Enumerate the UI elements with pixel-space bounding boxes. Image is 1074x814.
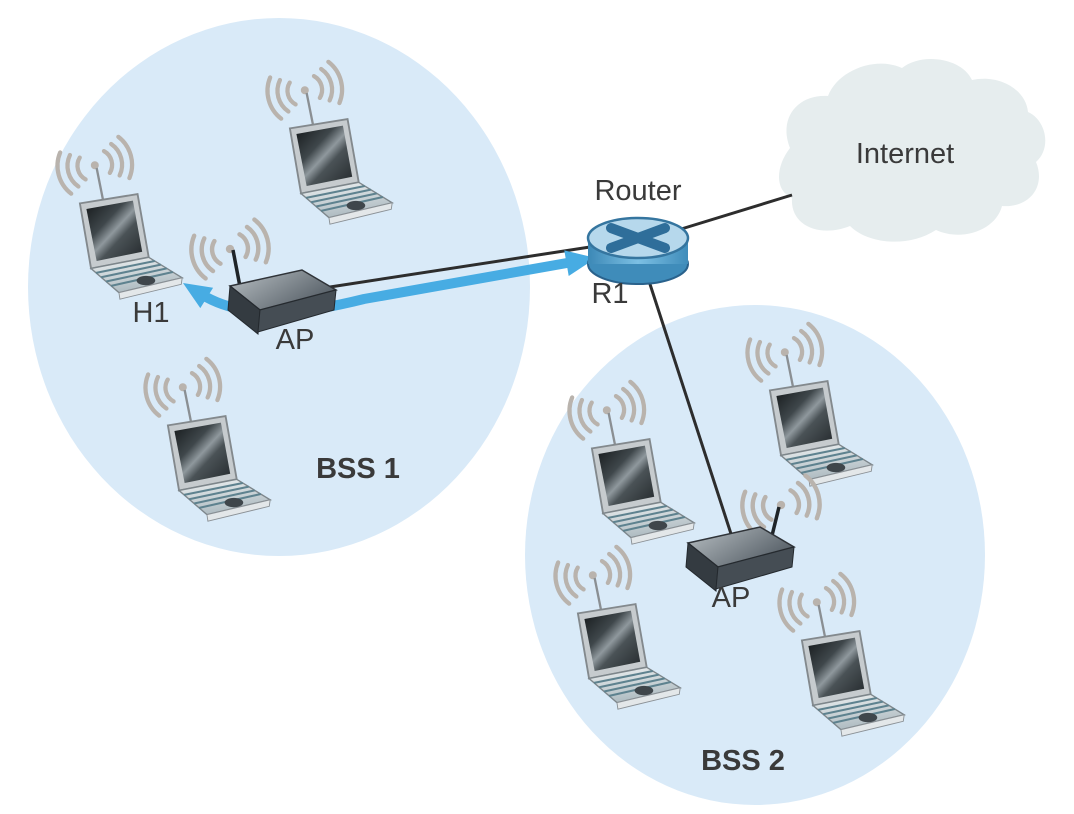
router-r1 — [588, 218, 688, 284]
access-point-1 — [187, 218, 337, 335]
bss1-label: BSS 1 — [316, 453, 400, 485]
link-ap1-router — [329, 245, 591, 289]
access-point-2 — [685, 474, 824, 592]
r1-label: R1 — [591, 278, 628, 310]
h1-label: H1 — [132, 297, 169, 329]
ap2-label: AP — [712, 582, 751, 614]
flow-arrowhead-h1 — [183, 283, 214, 309]
internet-cloud — [779, 58, 1046, 242]
link-router-ap2 — [646, 277, 735, 541]
link-router-internet — [677, 193, 793, 232]
bss2-label: BSS 2 — [701, 745, 785, 777]
router-label: Router — [594, 175, 681, 207]
internet-label: Internet — [856, 138, 954, 170]
ap1-label: AP — [276, 324, 315, 356]
